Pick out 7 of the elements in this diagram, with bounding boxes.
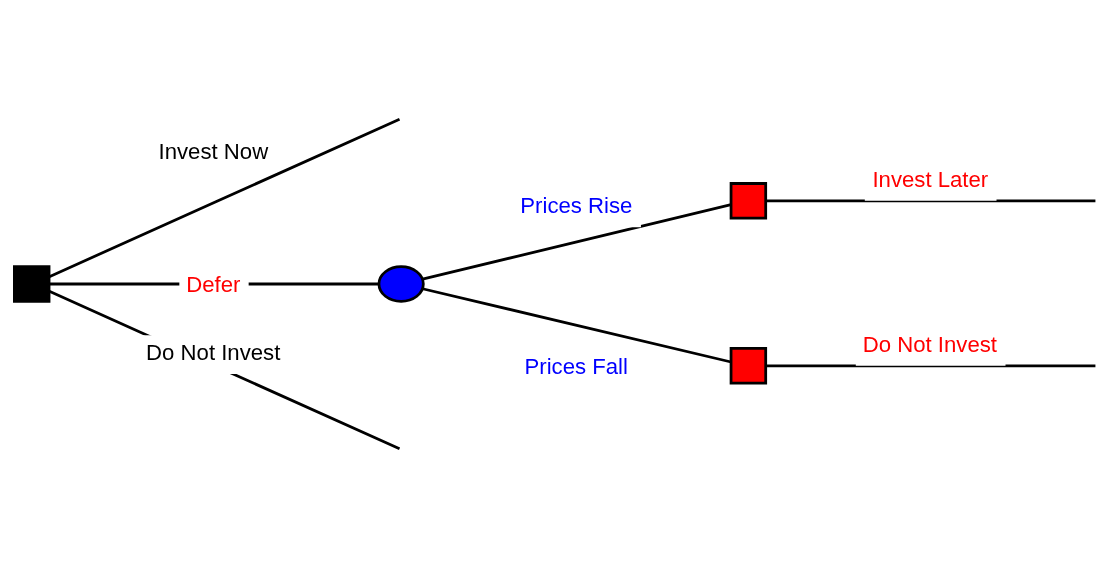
edge-label: Prices Rise [520, 192, 633, 218]
edge-label: Defer [186, 271, 241, 297]
edge-label: Invest Later [872, 166, 989, 192]
edge-label: Invest Now [158, 138, 269, 164]
edge-label: Do Not Invest [146, 339, 281, 365]
edge-label: Do Not Invest [862, 331, 997, 357]
edge-label: Prices Fall [524, 353, 628, 379]
